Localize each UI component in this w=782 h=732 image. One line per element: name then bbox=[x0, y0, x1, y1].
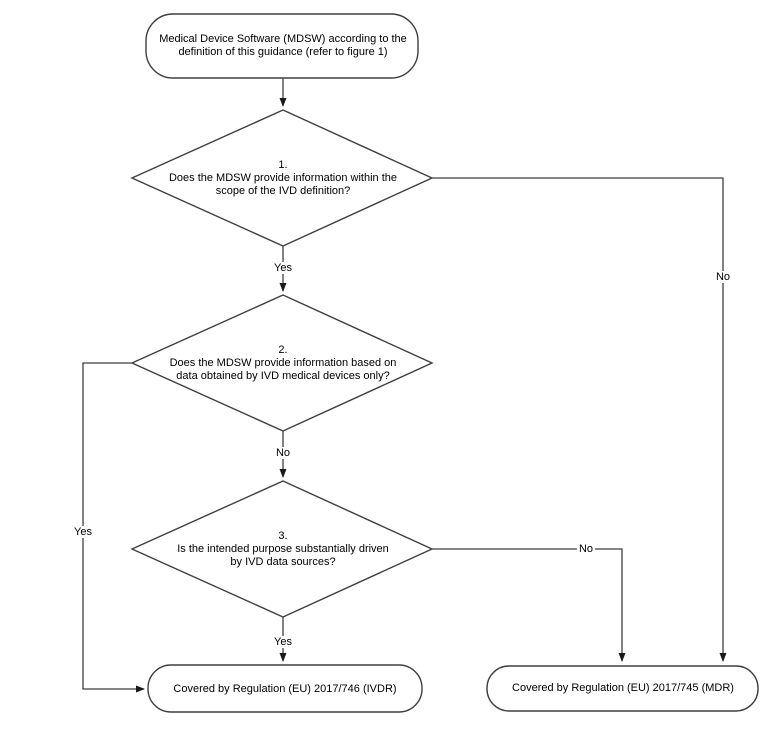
start-node-line: Medical Device Software (MDSW) according… bbox=[159, 33, 407, 45]
outcome-ivdr-shape bbox=[147, 664, 423, 713]
decision-2-text: 2. Does the MDSW provide information bas… bbox=[133, 315, 433, 411]
edge-label-decision2-yes: Yes bbox=[72, 526, 94, 538]
edge-label-decision3-no: No bbox=[576, 543, 596, 555]
edge-label-decision3-yes: Yes bbox=[272, 636, 294, 648]
decision-3-text: 3. Is the intended purpose substantially… bbox=[133, 501, 433, 597]
decision-3-number: 3. bbox=[278, 529, 288, 542]
decision-3-line: Is the intended purpose substantially dr… bbox=[177, 542, 389, 555]
start-terminator-shape bbox=[145, 13, 419, 79]
outcome-mdr-label: Covered by Regulation (EU) 2017/745 (MDR… bbox=[512, 682, 734, 694]
decision-3-line: by IVD data sources? bbox=[230, 555, 336, 568]
start-node-text: Medical Device Software (MDSW) according… bbox=[132, 17, 434, 75]
decision-1-line: Does the MDSW provide information within… bbox=[168, 171, 398, 184]
outcome-mdr-text: Covered by Regulation (EU) 2017/745 (MDR… bbox=[488, 667, 758, 710]
edge-decision1-no-to-mdr bbox=[432, 177, 727, 662]
decision-2-line: Does the MDSW provide information based … bbox=[169, 356, 397, 369]
edge-label-decision1-yes: Yes bbox=[272, 262, 294, 274]
edge-label-decision2-no: No bbox=[273, 447, 293, 459]
decision-2-line: data obtained by IVD medical devices onl… bbox=[176, 369, 390, 382]
decision-2-diamond-shape bbox=[130, 294, 434, 432]
decision-3-diamond-shape bbox=[130, 480, 434, 618]
outcome-ivdr-label: Covered by Regulation (EU) 2017/746 (IVD… bbox=[173, 682, 397, 695]
edge-label-decision1-no: No bbox=[713, 271, 733, 283]
edge-decision3-no-to-mdr bbox=[432, 548, 626, 662]
decision-1-diamond-shape bbox=[130, 109, 434, 247]
decision-1-line: scope of the IVD definition? bbox=[215, 184, 351, 197]
decision-2-number: 2. bbox=[278, 343, 288, 356]
outcome-mdr-shape bbox=[486, 665, 759, 712]
start-node-line: definition of this guidance (refer to fi… bbox=[178, 46, 388, 58]
decision-1-text: 1. Does the MDSW provide information wit… bbox=[133, 130, 433, 226]
outcome-ivdr-text: Covered by Regulation (EU) 2017/746 (IVD… bbox=[150, 667, 420, 711]
decision-1-number: 1. bbox=[278, 158, 288, 171]
